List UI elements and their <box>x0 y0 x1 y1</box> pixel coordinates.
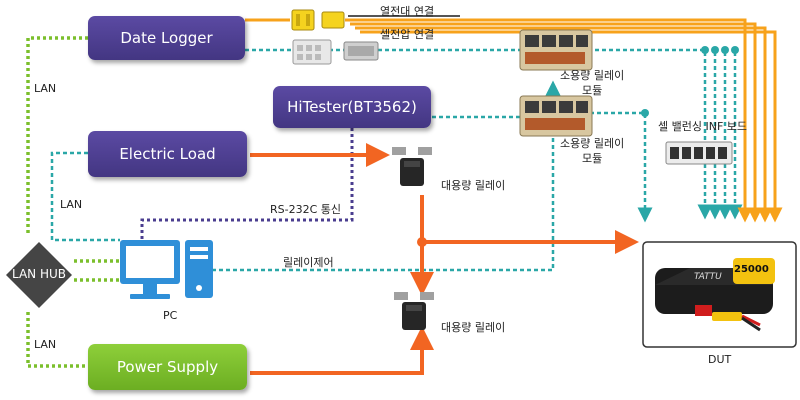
teal-connector-dots <box>641 46 739 117</box>
relay-control-label: 릴레이제어 <box>283 256 334 269</box>
power-supply-label: Power Supply <box>116 358 219 376</box>
junction-dot <box>417 237 427 247</box>
pc-icon <box>120 240 213 299</box>
rs232c-links <box>140 128 354 240</box>
small-relay-module-1 <box>519 29 593 71</box>
date-logger-box: Date Logger <box>88 16 245 60</box>
large-relay-1 <box>392 147 432 186</box>
cell-balancing-board <box>665 141 733 165</box>
thermocouple-connector <box>291 9 345 31</box>
large-relay-1-label: 대용량 릴레이 <box>441 179 506 192</box>
lan-label-3: LAN <box>34 338 57 351</box>
thermocouple-label: 열전대 연결 <box>380 5 435 18</box>
rs232c-label: RS-232C 통신 <box>270 203 342 216</box>
cell-balancing-label: 셀 밸런싱 INF 보드 <box>658 120 748 133</box>
lan-label-2: LAN <box>60 198 83 211</box>
hitester-box: HiTester(BT3562) <box>273 86 431 128</box>
electric-load-box: Electric Load <box>88 131 247 177</box>
large-relay-2 <box>394 292 434 330</box>
cell-voltage-connector <box>292 39 379 65</box>
electric-load-label: Electric Load <box>119 145 216 163</box>
large-relay-2-label: 대용량 릴레이 <box>441 321 506 334</box>
dut-battery <box>642 241 797 348</box>
lan-links <box>26 36 120 368</box>
small-relay-module-2 <box>519 95 593 137</box>
lan-hub-label: LAN HUB <box>12 267 66 281</box>
lan-label-1: LAN <box>34 82 57 95</box>
hitester-label: HiTester(BT3562) <box>287 98 417 116</box>
pc-label: PC <box>163 309 178 322</box>
battery-capacity: 25000 <box>734 264 769 275</box>
power-supply-box: Power Supply <box>88 344 247 390</box>
cell-voltage-label: 셀전압 연결 <box>380 28 435 41</box>
teal-control-links <box>50 48 743 272</box>
power-lines <box>250 143 639 375</box>
date-logger-label: Date Logger <box>120 29 213 47</box>
thermocouple-cables <box>245 18 783 223</box>
battery-brand: TATTU <box>694 272 722 282</box>
lan-hub <box>6 242 72 308</box>
dut-label: DUT <box>708 353 732 366</box>
